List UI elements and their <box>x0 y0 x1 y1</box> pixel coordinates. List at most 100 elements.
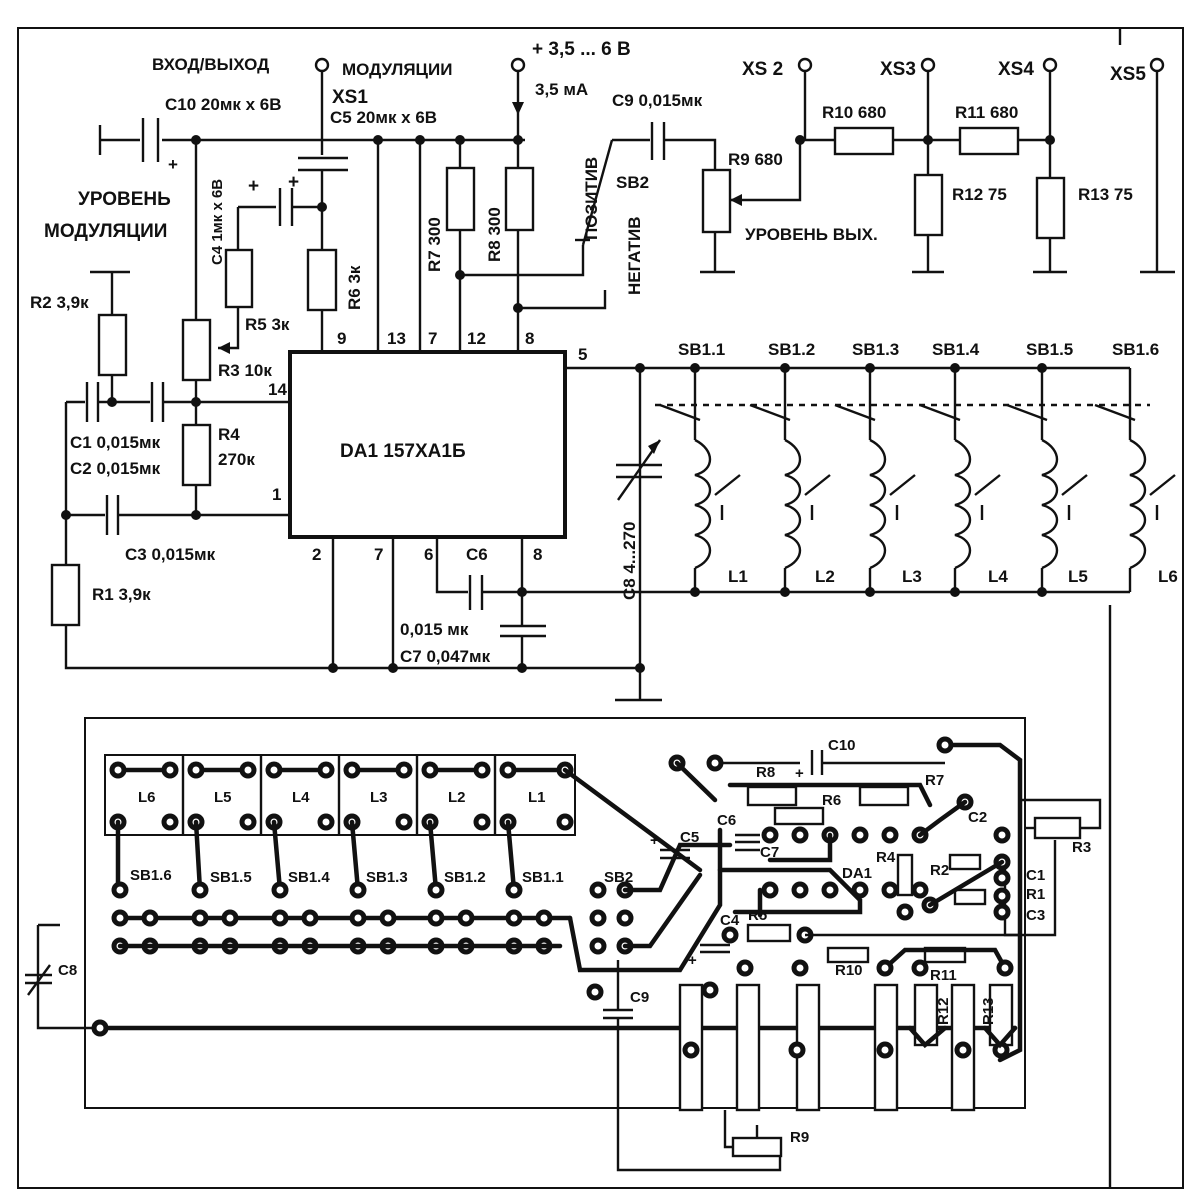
outer-frame <box>17 27 1184 1189</box>
r7-resistor <box>445 166 476 232</box>
svg-text:L6: L6 <box>1158 567 1178 586</box>
sb2-label: SB2 <box>616 173 649 192</box>
svg-text:SB1.4: SB1.4 <box>932 340 980 359</box>
r12-resistor <box>913 173 944 237</box>
c6-value: 0,015 мк <box>400 620 469 639</box>
sb1-4 <box>919 363 1001 597</box>
svg-text:R9: R9 <box>790 1129 809 1146</box>
sb2-switch <box>575 139 614 246</box>
r8-resistor <box>504 166 535 232</box>
r4-label: R4 <box>218 425 240 444</box>
svg-text:R1: R1 <box>1026 886 1045 903</box>
c3-label: C3 0,015мк <box>125 545 216 564</box>
r9-label: R9 680 <box>728 150 783 169</box>
level-mod-label-2: МОДУЛЯЦИИ <box>44 221 167 242</box>
c8-label: C8 4...270 <box>620 522 639 600</box>
c9-capacitor <box>650 122 666 160</box>
svg-text:R7: R7 <box>925 772 944 789</box>
pcb-r4 <box>896 853 914 897</box>
pcb-r9 <box>731 1136 783 1158</box>
negative-label: НЕГАТИВ <box>625 217 644 296</box>
schematic: DA1 157ХА1Б 9 13 7 12 8 5 14 1 2 7 6 8 +… <box>30 28 1178 1188</box>
pcb-r8 <box>746 785 798 807</box>
r1-resistor <box>50 563 81 627</box>
r13-resistor <box>1035 176 1066 240</box>
xs4-label: XS4 <box>998 59 1034 80</box>
r5-label: R5 3к <box>245 315 290 334</box>
svg-text:R10: R10 <box>835 962 863 979</box>
pin-14: 14 <box>268 380 287 399</box>
svg-text:SB1.1: SB1.1 <box>678 340 725 359</box>
sb1-2 <box>749 363 831 597</box>
r2-resistor <box>97 313 128 377</box>
xs2-terminal <box>797 57 813 73</box>
pcb-coil-cells <box>181 755 497 835</box>
svg-text:L5: L5 <box>1068 567 1088 586</box>
modulation-io-label-2: МОДУЛЯЦИИ <box>342 60 452 79</box>
svg-text:R3: R3 <box>1072 839 1091 856</box>
svg-text:+: + <box>688 952 697 969</box>
r6-label: R6 3к <box>345 265 364 310</box>
c1-label: C1 0,015мк <box>70 433 161 452</box>
svg-text:SB1.6: SB1.6 <box>1112 340 1159 359</box>
svg-text:+: + <box>248 176 259 197</box>
supply-label: + 3,5 ... 6 В <box>532 39 631 60</box>
pcb-r6 <box>773 806 825 826</box>
modulation-io-label: ВХОД/ВЫХОД <box>152 55 269 74</box>
r4-resistor <box>181 423 212 487</box>
supply-current-label: 3,5 мА <box>535 80 588 99</box>
svg-text:L3: L3 <box>902 567 922 586</box>
positive-label: ПОЗИТИВ <box>582 157 601 240</box>
svg-text:L4: L4 <box>292 789 310 806</box>
svg-text:C6: C6 <box>717 812 736 829</box>
c4-capacitor: + + <box>238 172 322 226</box>
svg-text:C3: C3 <box>1026 907 1045 924</box>
modulation-io-terminal <box>314 57 330 73</box>
da1-label: DA1 157ХА1Б <box>340 441 466 462</box>
pcb-c8-label: C8 <box>58 962 77 979</box>
svg-text:C2: C2 <box>968 809 987 826</box>
svg-text:R11: R11 <box>930 967 957 984</box>
pcb-c8 <box>25 964 52 996</box>
svg-text:R6: R6 <box>822 792 841 809</box>
r9-resistor <box>701 168 732 234</box>
svg-text:L6: L6 <box>138 789 156 806</box>
pcb-r2 <box>948 853 982 871</box>
out-level-label: УРОВЕНЬ ВЫХ. <box>745 225 878 244</box>
svg-text:L1: L1 <box>728 567 748 586</box>
pin-5: 5 <box>578 345 587 364</box>
svg-text:R4: R4 <box>876 849 896 866</box>
pcb-switch-pads <box>111 881 634 955</box>
xs3-terminal <box>920 57 936 73</box>
svg-text:R8: R8 <box>756 764 775 781</box>
svg-text:SB1.3: SB1.3 <box>852 340 899 359</box>
svg-text:SB1.5: SB1.5 <box>210 869 252 886</box>
r7-label: R7 300 <box>425 217 444 272</box>
c9-label: C9 0,015мк <box>612 91 703 110</box>
sb1-labels: SB1.1 SB1.2 SB1.3 SB1.4 SB1.5 SB1.6 <box>678 340 1159 359</box>
chip-pin-numbers: 9 13 7 12 8 5 14 1 2 7 6 8 <box>268 329 587 564</box>
r13-label: R13 75 <box>1078 185 1133 204</box>
svg-text:+: + <box>650 832 659 849</box>
svg-text:L4: L4 <box>988 567 1008 586</box>
svg-text:L5: L5 <box>214 789 232 806</box>
svg-text:C5: C5 <box>680 829 699 846</box>
svg-text:SB1.4: SB1.4 <box>288 869 330 886</box>
c5-capacitor <box>298 156 348 172</box>
xs2-label: XS 2 <box>742 59 783 80</box>
pin-6: 6 <box>424 545 433 564</box>
sb1-switch-bank <box>655 363 1176 597</box>
svg-text:C1: C1 <box>1026 867 1045 884</box>
r10-resistor <box>833 126 895 156</box>
pin-7: 7 <box>374 545 383 564</box>
svg-text:R13: R13 <box>980 997 997 1025</box>
svg-text:SB1.2: SB1.2 <box>768 340 815 359</box>
level-mod-label-1: УРОВЕНЬ <box>78 189 171 210</box>
svg-text:SB1.3: SB1.3 <box>366 869 408 886</box>
pcb-coil-labels: L6 L5 L4 L3 L2 L1 <box>138 789 546 806</box>
svg-text:C7: C7 <box>760 844 779 861</box>
supply-terminal <box>510 57 526 73</box>
pcb-r1 <box>953 888 987 906</box>
pin-2: 2 <box>312 545 321 564</box>
